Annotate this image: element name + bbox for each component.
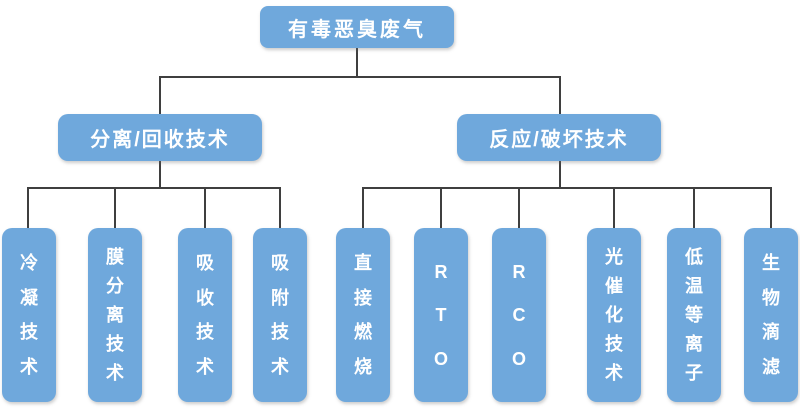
connector-line	[770, 187, 772, 229]
leaf-condensation: 冷凝技术	[2, 228, 56, 402]
node-label: 光催化技术	[605, 247, 623, 383]
connector-line	[559, 76, 561, 116]
node-label: 冷凝技术	[20, 252, 38, 378]
leaf-membrane-separation: 膜分离技术	[88, 228, 142, 402]
connector-line	[518, 187, 520, 229]
connector-line	[440, 187, 442, 229]
node-label: 膜分离技术	[106, 247, 124, 383]
connector-line	[27, 187, 281, 189]
connector-line	[27, 187, 29, 229]
node-label: 反应/破坏技术	[489, 129, 629, 151]
node-label: 吸收技术	[196, 252, 214, 378]
connector-line	[204, 187, 206, 229]
node-label: 低温等离子	[685, 247, 703, 383]
connector-line	[159, 160, 161, 188]
connector-line	[362, 187, 772, 189]
node-label: 直接燃烧	[354, 252, 372, 378]
node-label: 生物滴滤	[762, 252, 780, 378]
connector-line	[613, 187, 615, 229]
node-root-toxic-odorous-waste-gas: 有毒恶臭废气	[260, 6, 454, 48]
leaf-absorption: 吸收技术	[178, 228, 232, 402]
node-branch-reaction-destruction: 反应/破坏技术	[457, 114, 661, 161]
connector-line	[693, 187, 695, 229]
connector-line	[114, 187, 116, 229]
connector-line	[159, 76, 161, 116]
node-branch-separation-recovery: 分离/回收技术	[58, 114, 262, 161]
connector-line	[362, 187, 364, 229]
leaf-bio-trickling-filter: 生物滴滤	[744, 228, 798, 402]
leaf-direct-combustion: 直接燃烧	[336, 228, 390, 402]
connector-line	[356, 47, 358, 77]
connector-line	[279, 187, 281, 229]
leaf-low-temperature-plasma: 低温等离子	[667, 228, 721, 402]
node-label: 吸附技术	[271, 252, 289, 378]
node-label: 分离/回收技术	[90, 129, 230, 151]
leaf-adsorption: 吸附技术	[253, 228, 307, 402]
leaf-photocatalytic: 光催化技术	[587, 228, 641, 402]
connector-line	[159, 76, 561, 78]
connector-line	[559, 161, 561, 188]
node-label: 有毒恶臭废气	[288, 18, 426, 41]
